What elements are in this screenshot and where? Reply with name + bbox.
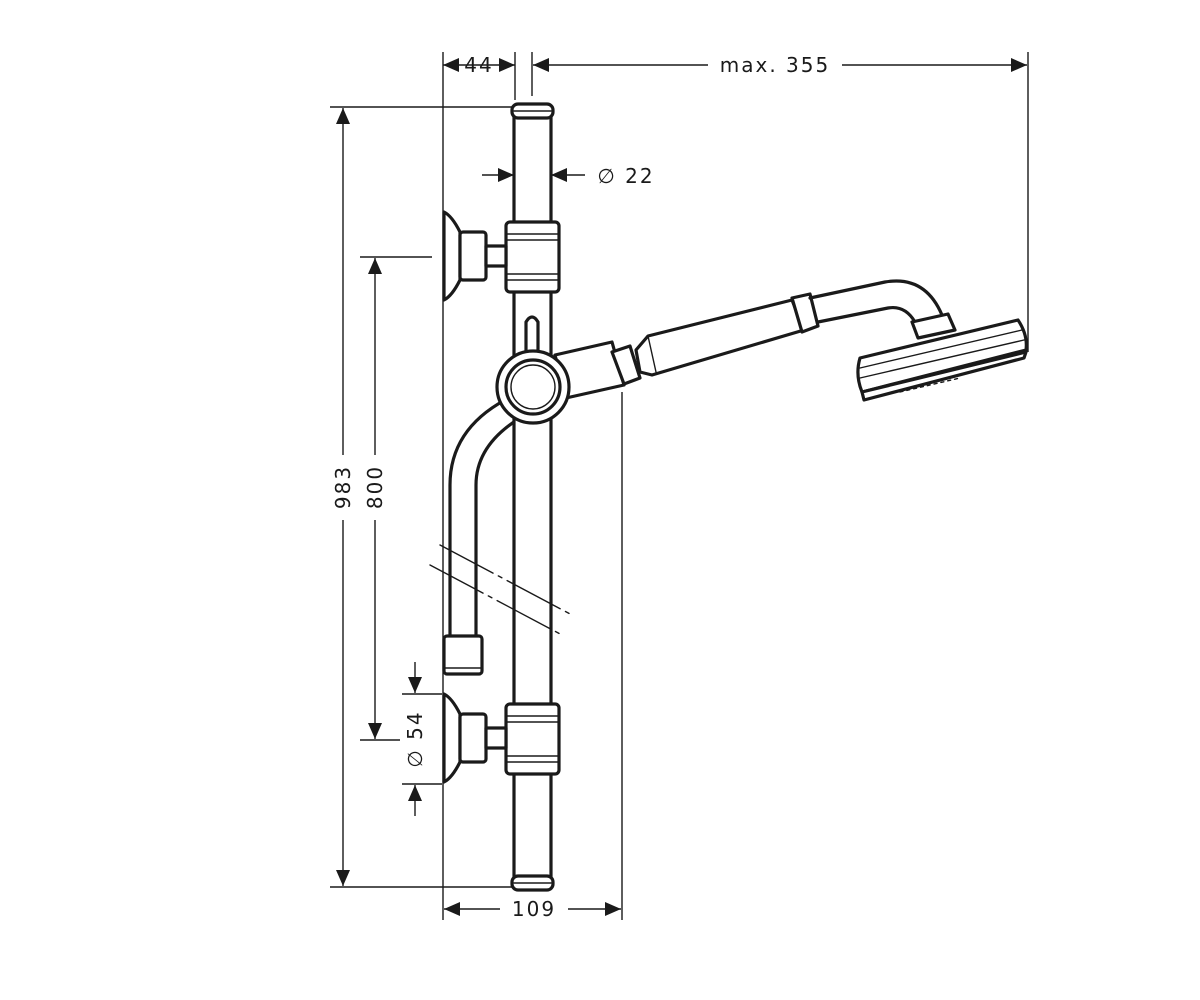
upper-wall-bracket [442, 210, 508, 302]
dim-label-44: 44 [464, 53, 493, 77]
dim-label-800: 800 [363, 465, 387, 509]
dim-label-dia-54: ∅ 54 [403, 710, 427, 767]
dim-label-983: 983 [331, 465, 355, 509]
break-lines [429, 544, 573, 636]
slide-rail [504, 102, 561, 892]
dim-label-109: 109 [512, 897, 556, 921]
dimension-lines [330, 52, 1029, 920]
lower-wall-bracket [442, 692, 508, 784]
hand-shower [553, 279, 1028, 402]
dim-label-max-355: max. 355 [720, 53, 830, 77]
dim-label-dia-22: ∅ 22 [597, 164, 654, 188]
shower-hose [442, 398, 522, 676]
slider-body [495, 349, 571, 425]
